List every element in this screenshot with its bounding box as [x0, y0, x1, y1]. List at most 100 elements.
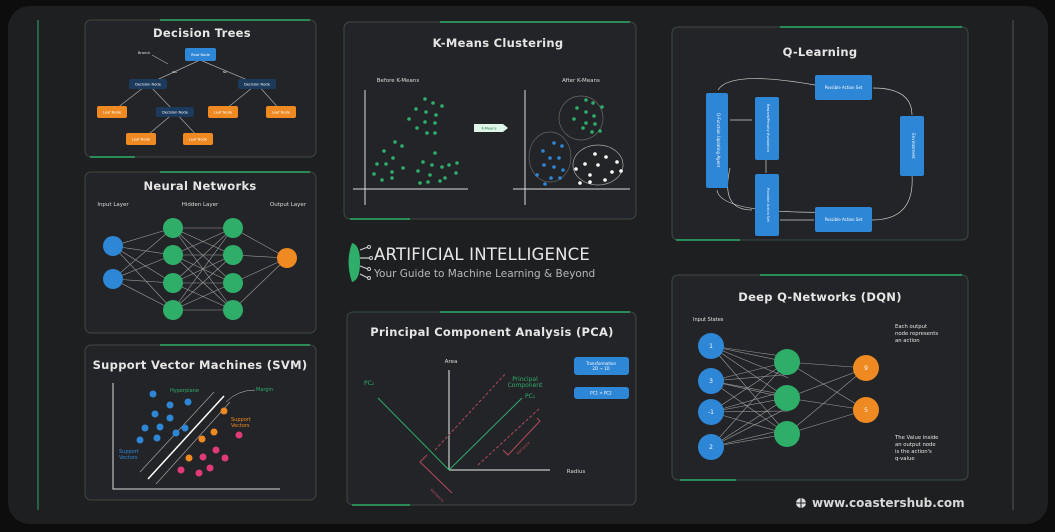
svm-support-vector: [220, 407, 228, 415]
kmeans-point-unclustered: [425, 131, 429, 135]
kmeans-point-unclustered: [431, 101, 435, 105]
kmeans-point-cluster-3: [588, 173, 592, 177]
output-layer-label: Output Layer: [270, 202, 307, 208]
kmeans-point-cluster-3: [604, 155, 608, 159]
kmeans-point-unclustered: [443, 176, 447, 180]
kmeans-point-cluster-2: [561, 168, 565, 172]
kmeans-point-cluster-2: [535, 173, 539, 177]
nn-node: [163, 218, 183, 238]
dqn-connection: [786, 367, 867, 435]
kmeans-point-cluster-1: [584, 98, 588, 102]
possible-action-set-box: Possible Action Set: [815, 75, 872, 100]
pca-title: Principal Component Analysis (PCA): [370, 325, 613, 339]
nn-node: [223, 300, 243, 320]
nn-node: [103, 236, 123, 256]
dqn-input-value: 2: [709, 444, 713, 451]
kmeans-point-unclustered: [424, 110, 428, 114]
hyperplane-label: Hyperplane: [170, 388, 199, 394]
kmeans-point-unclustered: [433, 151, 437, 155]
svm-point-blue: [172, 429, 180, 437]
kmeans-point-unclustered: [433, 121, 437, 125]
decision-trees-panel: Decision Trees Branch Yes No Root Node D…: [84, 19, 317, 158]
nn-node: [163, 245, 183, 265]
kmeans-point-unclustered: [433, 131, 437, 135]
svg-text:Root Node: Root Node: [191, 53, 210, 57]
leaf-node: Leaf Node: [126, 133, 156, 145]
radius-axis-label: Radius: [567, 469, 586, 475]
input-layer-label: Input Layer: [97, 202, 129, 208]
pc2-line: [377, 397, 450, 471]
input-states-label: Input States: [693, 317, 724, 323]
branch-label: Branch: [138, 51, 150, 55]
website-link[interactable]: www.coastershub.com: [812, 496, 965, 510]
svm-support-vector: [185, 454, 193, 462]
svg-text:Possible Action Set: Possible Action Set: [825, 217, 863, 222]
nn-node: [223, 273, 243, 293]
kmeans-point-unclustered: [380, 178, 384, 182]
dqn-input-node: [698, 368, 724, 394]
svg-text:Decision Node: Decision Node: [162, 111, 189, 115]
nn-connection: [112, 227, 174, 247]
svm-panel: Support Vector Machines (SVM) Hyperplane…: [84, 344, 317, 501]
dqn-connection: [710, 345, 788, 435]
kmeans-point-cluster-1: [581, 126, 585, 130]
svg-text:Leaf Node: Leaf Node: [189, 138, 208, 142]
svg-text:Reward/Penalty Evaluation: Reward/Penalty Evaluation: [766, 104, 770, 152]
nn-node: [163, 300, 183, 320]
kmeans-point-cluster-3: [583, 162, 587, 166]
kmeans-point-unclustered: [407, 117, 411, 121]
svm-point-blue: [141, 424, 149, 432]
dqn-connection: [710, 345, 788, 399]
dqn-connection: [786, 397, 867, 411]
nn-node: [163, 273, 183, 293]
center-branding: ARTIFICIAL INTELLIGENCE Your Guide to Ma…: [348, 243, 595, 282]
dqn-hidden-node: [774, 385, 800, 411]
kmeans-point-cluster-2: [541, 149, 545, 153]
dqn-title: Deep Q-Networks (DQN): [738, 290, 902, 304]
svg-text:Environment: Environment: [911, 133, 916, 159]
kmeans-point-cluster-3: [578, 181, 582, 185]
svm-point-blue: [166, 401, 174, 409]
svm-support-vector: [198, 435, 206, 443]
kmeans-point-cluster-3: [593, 152, 597, 156]
root-node: Root Node: [185, 48, 216, 61]
kmeans-point-cluster-3: [615, 160, 619, 164]
svm-point-pink: [199, 453, 207, 461]
dqn-connection: [710, 345, 789, 379]
neural-networks-title: Neural Networks: [143, 179, 256, 193]
kmeans-point-unclustered: [430, 163, 434, 167]
kmeans-point-cluster-2: [552, 165, 556, 169]
kmeans-point-cluster-1: [584, 110, 588, 114]
svg-text:Possible Action Set: Possible Action Set: [825, 85, 863, 90]
nn-node: [223, 218, 243, 238]
possible-action-set-box: Possible Action Set: [815, 207, 872, 232]
kmeans-point-unclustered: [375, 162, 379, 166]
kmeans-point-unclustered: [390, 176, 394, 180]
dqn-connection: [786, 367, 867, 399]
reward-evaluation-box: Reward/Penalty Evaluation: [755, 97, 779, 160]
dqn-connection: [710, 361, 788, 413]
decision-node: Decision Node: [129, 79, 167, 89]
kmeans-point-unclustered: [454, 171, 458, 175]
dqn-input-node: [698, 333, 724, 359]
q-learning-panel: Q-Learning Q-Function Updating Agent Rew…: [671, 26, 969, 241]
dqn-connection: [710, 361, 788, 448]
nn-connection: [172, 227, 234, 256]
leaf-node: Leaf Node: [183, 133, 213, 145]
kmeans-point-cluster-1: [575, 106, 579, 110]
svg-text:Decision Node: Decision Node: [135, 83, 162, 87]
svm-point-pink: [212, 446, 220, 454]
kmeans-point-unclustered: [372, 172, 376, 176]
main-title: ARTIFICIAL INTELLIGENCE: [374, 245, 590, 264]
svm-point-blue: [136, 436, 144, 444]
svm-point-pink: [235, 431, 243, 439]
svg-text:Decision Node: Decision Node: [244, 83, 271, 87]
kmeans-point-cluster-1: [584, 121, 588, 125]
dqn-input-value: 3: [709, 378, 713, 385]
kmeans-point-cluster-2: [548, 156, 552, 160]
dqn-hidden-node: [774, 421, 800, 447]
kmeans-point-cluster-1: [600, 105, 604, 109]
kmeans-arrow: K-Means: [474, 124, 508, 132]
